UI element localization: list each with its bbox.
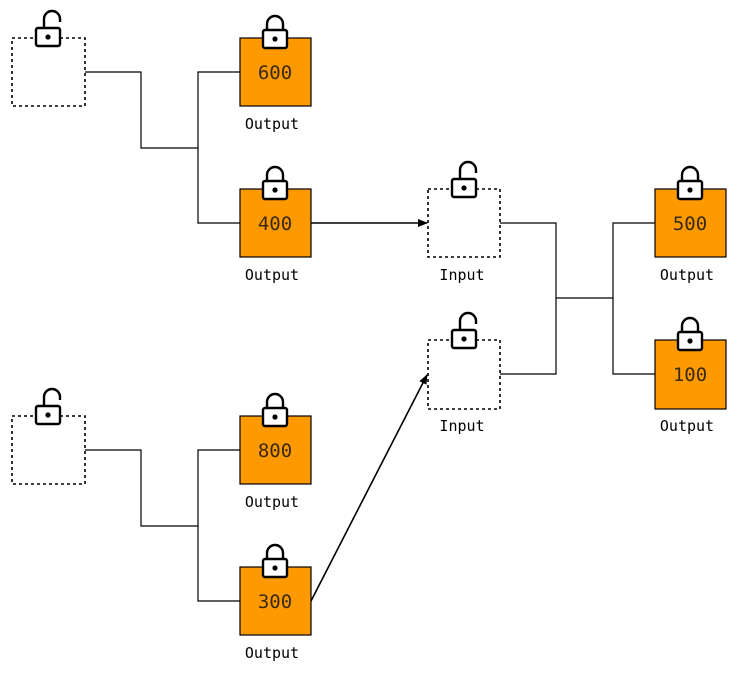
output-label: Output xyxy=(245,266,299,284)
output-value: 800 xyxy=(258,440,292,462)
source-node-a[interactable] xyxy=(11,9,86,107)
connector-to-100 xyxy=(612,298,655,375)
output-value: 100 xyxy=(673,364,707,386)
padlock-open-icon xyxy=(450,160,478,199)
input-node-bottom[interactable]: Input xyxy=(427,311,501,435)
output-label: Output xyxy=(245,644,299,662)
output-label: Output xyxy=(660,417,714,435)
output-value: 600 xyxy=(258,62,292,84)
padlock-open-icon xyxy=(34,387,62,426)
input-label: Input xyxy=(439,417,484,435)
output-node-300[interactable]: 300 Output xyxy=(239,543,312,662)
output-label: Output xyxy=(660,266,714,284)
connector-to-400 xyxy=(197,148,240,224)
input-label: Input xyxy=(439,266,484,284)
padlock-closed-icon xyxy=(261,543,289,579)
output-label: Output xyxy=(245,493,299,511)
connector-to-800 xyxy=(197,449,240,526)
connector-to-500 xyxy=(612,222,655,298)
padlock-open-icon xyxy=(34,9,62,48)
output-node-400[interactable]: 400 Output xyxy=(239,165,312,284)
output-value: 300 xyxy=(258,591,292,613)
arrows xyxy=(310,219,428,602)
output-value: 400 xyxy=(258,213,292,235)
output-value: 500 xyxy=(673,213,707,235)
padlock-open-icon xyxy=(450,311,478,350)
connectors xyxy=(85,71,655,602)
arrow-300-to-input-bottom xyxy=(310,374,428,602)
padlock-closed-icon xyxy=(261,392,289,428)
padlock-closed-icon xyxy=(676,165,704,201)
output-node-100[interactable]: 100 Output xyxy=(654,316,727,435)
output-node-800[interactable]: 800 Output xyxy=(239,392,312,511)
output-node-600[interactable]: 600 Output xyxy=(239,14,312,133)
connector-input-top-merge xyxy=(500,222,613,299)
connector-input-bottom-merge xyxy=(500,298,557,375)
connector-to-600 xyxy=(197,71,240,148)
padlock-closed-icon xyxy=(261,14,289,50)
padlock-closed-icon xyxy=(261,165,289,201)
connector-source-b-split xyxy=(85,449,198,527)
output-node-500[interactable]: 500 Output xyxy=(654,165,727,284)
padlock-closed-icon xyxy=(676,316,704,352)
source-node-b[interactable] xyxy=(11,387,86,485)
connector-source-a-split xyxy=(85,71,198,149)
output-label: Output xyxy=(245,115,299,133)
input-node-top[interactable]: Input xyxy=(427,160,501,284)
connector-to-300 xyxy=(197,526,240,602)
